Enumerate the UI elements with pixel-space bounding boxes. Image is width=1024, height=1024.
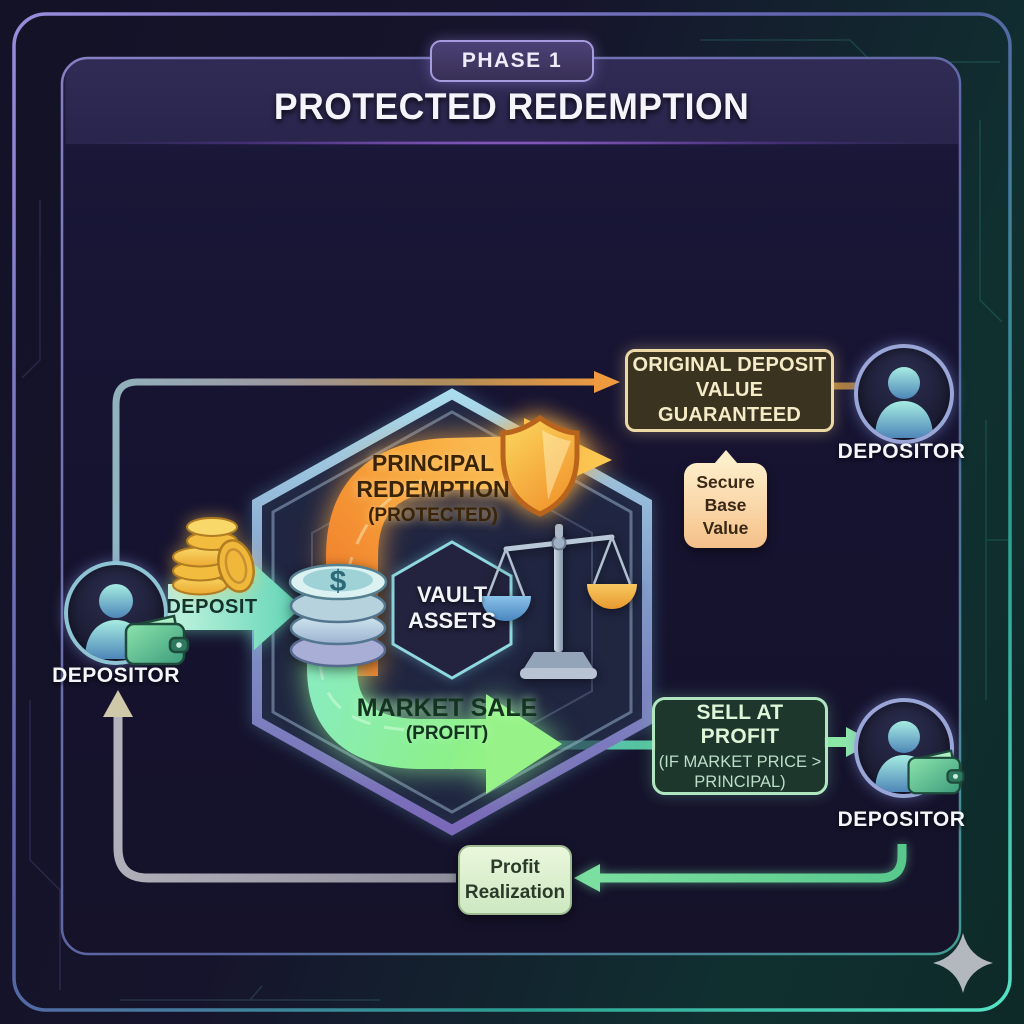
secure-line2: Base bbox=[704, 495, 747, 515]
depositor-top-right-label: DEPOSITOR bbox=[837, 440, 966, 463]
sparkle-icon bbox=[933, 933, 993, 993]
depositor-bottom-right-label: DEPOSITOR bbox=[837, 808, 966, 831]
header-band bbox=[65, 59, 959, 144]
principal-labels: PRINCIPAL REDEMPTION (PROTECTED) bbox=[340, 450, 526, 528]
market-line1: MARKET SALE bbox=[356, 694, 538, 722]
phase-badge: PHASE 1 bbox=[429, 40, 595, 82]
gold-coins-icon bbox=[172, 517, 255, 596]
market-labels: MARKET SALE (PROFIT) bbox=[350, 694, 544, 746]
balance-scales-icon bbox=[481, 524, 637, 679]
callout-pointer bbox=[713, 450, 738, 464]
title-row: PROTECTED REDEMPTION bbox=[0, 86, 1024, 128]
profit-line1: Profit bbox=[490, 857, 540, 878]
outer-frame-border bbox=[12, 12, 1012, 1012]
secure-line1: Secure bbox=[696, 472, 755, 492]
deposit-label-wrap: DEPOSIT bbox=[166, 593, 258, 621]
vault-assets-hexagon bbox=[391, 540, 513, 680]
connector-deposit-to-guarantee bbox=[112, 371, 620, 566]
secure-base-value-callout: Secure Base Value bbox=[684, 450, 767, 548]
sell-title: SELL AT PROFIT bbox=[696, 700, 784, 748]
vault-line2: ASSETS bbox=[407, 608, 497, 633]
profit-line2: Realization bbox=[464, 882, 566, 903]
person-icon bbox=[875, 367, 933, 438]
principal-line2: REDEMPTION bbox=[356, 476, 510, 502]
page-title: PROTECTED REDEMPTION bbox=[274, 86, 750, 127]
depositor-top-right-avatar bbox=[854, 344, 954, 444]
principal-line1: PRINCIPAL bbox=[371, 450, 495, 476]
guarantee-line1: ORIGINAL DEPOSIT bbox=[632, 354, 827, 376]
sell-at-profit-box: SELL AT PROFIT (IF MARKET PRICE > PRINCI… bbox=[652, 697, 828, 795]
deposit-arrow-label: DEPOSIT bbox=[166, 595, 258, 618]
secure-line3: Value bbox=[702, 518, 749, 538]
title-divider bbox=[67, 141, 957, 145]
guarantee-line2: VALUE GUARANTEED bbox=[657, 379, 802, 426]
vault-line1: VAULT bbox=[416, 582, 488, 607]
vault-assets-label: VAULT ASSETS bbox=[394, 582, 510, 634]
connector-depositor-to-profit bbox=[574, 844, 907, 892]
wallet-icon bbox=[905, 746, 967, 798]
sell-sub1: (IF MARKET PRICE > bbox=[658, 752, 822, 771]
header: PHASE 1 bbox=[0, 40, 1024, 82]
wallet-icon bbox=[122, 612, 192, 668]
principal-note: (PROTECTED) bbox=[368, 505, 498, 526]
guarantee-box: ORIGINAL DEPOSIT VALUE GUARANTEED bbox=[625, 349, 834, 432]
profit-realization-box: Profit Realization bbox=[458, 845, 572, 915]
coin-stack-icon: $ bbox=[288, 563, 388, 668]
market-note: (PROFIT) bbox=[405, 723, 489, 744]
svg-text:$: $ bbox=[330, 565, 347, 598]
market-sale-arrow bbox=[307, 646, 562, 794]
depositor-left-label: DEPOSITOR bbox=[52, 664, 180, 687]
gold-shield-icon bbox=[500, 414, 580, 517]
connector-profit-to-depositor bbox=[103, 690, 456, 883]
sell-sub2: PRINCIPAL) bbox=[694, 772, 786, 791]
